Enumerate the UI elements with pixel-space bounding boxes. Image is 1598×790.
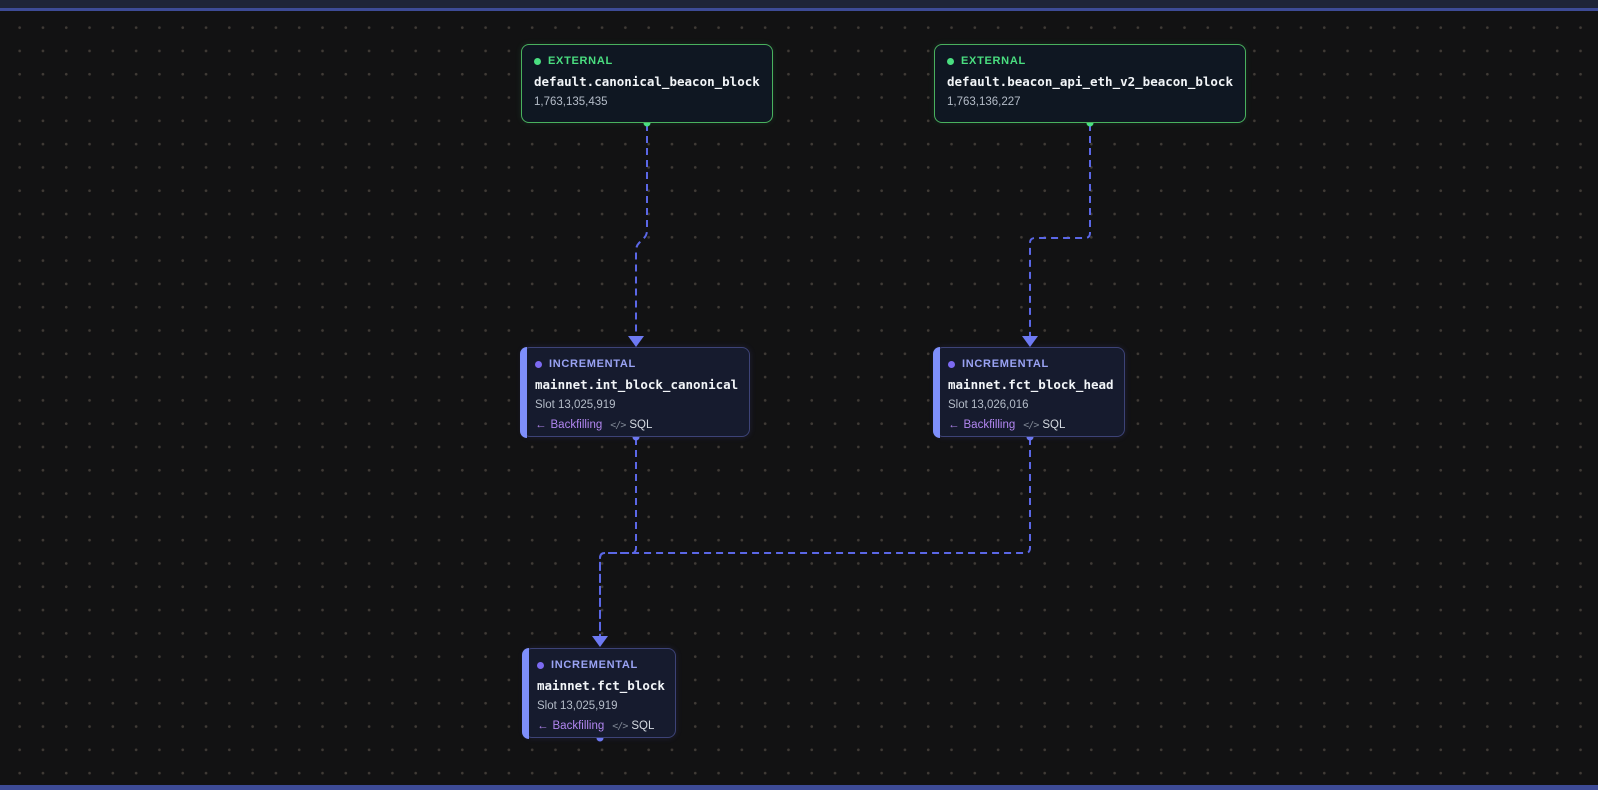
- code-icon: </>: [612, 721, 628, 732]
- backfilling-label: Backfilling: [552, 720, 605, 732]
- backfilling-link[interactable]: ← Backfilling: [948, 419, 1015, 432]
- sql-badge: </> SQL: [612, 720, 654, 733]
- code-icon: </>: [610, 420, 626, 431]
- node-meta-row: ← Backfilling </> SQL: [535, 419, 737, 432]
- node-type-label: EXTERNAL: [548, 55, 613, 67]
- top-window-strip: [0, 0, 1598, 8]
- node-type-row: INCREMENTAL: [535, 358, 737, 370]
- back-arrow-icon: ←: [535, 419, 547, 431]
- external-status-dot-icon: [947, 57, 954, 65]
- backfilling-label: Backfilling: [550, 419, 603, 431]
- node-slot-value: Slot 13,025,919: [537, 700, 618, 712]
- node-type-label: INCREMENTAL: [962, 358, 1049, 370]
- node-meta-row: ← Backfilling </> SQL: [537, 720, 663, 733]
- node-default-beacon-api-eth-v2-beacon-block[interactable]: EXTERNAL default.beacon_api_eth_v2_beaco…: [934, 44, 1246, 123]
- node-type-label: INCREMENTAL: [551, 659, 638, 671]
- node-meta-row: ← Backfilling </> SQL: [948, 419, 1112, 432]
- left-accent-bar: [520, 346, 527, 438]
- incremental-status-dot-icon: [535, 360, 542, 368]
- node-type-row: EXTERNAL: [534, 55, 760, 67]
- backfilling-link[interactable]: ← Backfilling: [535, 419, 602, 432]
- back-arrow-icon: ←: [948, 419, 960, 431]
- node-slot-value: Slot 13,025,919: [535, 399, 616, 411]
- left-accent-bar: [933, 346, 940, 438]
- sql-badge: </> SQL: [1023, 419, 1065, 432]
- node-type-label: EXTERNAL: [961, 55, 1026, 67]
- left-accent-bar: [522, 647, 529, 739]
- sql-label: SQL: [1042, 419, 1066, 431]
- node-mainnet-fct-block-head[interactable]: INCREMENTAL mainnet.fct_block_head Slot …: [933, 346, 1125, 438]
- node-title: mainnet.int_block_canonical: [535, 377, 739, 392]
- node-title: default.beacon_api_eth_v2_beacon_block: [947, 74, 1233, 89]
- node-title: mainnet.fct_block_head: [948, 377, 1114, 392]
- node-row-count: 1,763,136,227: [947, 96, 1021, 108]
- back-arrow-icon: ←: [537, 720, 549, 732]
- node-type-row: INCREMENTAL: [948, 358, 1112, 370]
- node-default-canonical-beacon-block[interactable]: EXTERNAL default.canonical_beacon_block …: [521, 44, 773, 123]
- backfilling-label: Backfilling: [963, 419, 1016, 431]
- lineage-graph-canvas[interactable]: [0, 11, 1598, 785]
- node-mainnet-fct-block[interactable]: INCREMENTAL mainnet.fct_block Slot 13,02…: [522, 647, 676, 739]
- node-title: mainnet.fct_block: [537, 678, 665, 693]
- node-row-count: 1,763,135,435: [534, 96, 608, 108]
- node-type-label: INCREMENTAL: [549, 358, 636, 370]
- node-slot-value: Slot 13,026,016: [948, 399, 1029, 411]
- node-type-row: EXTERNAL: [947, 55, 1233, 67]
- top-accent-line: [0, 8, 1598, 11]
- incremental-status-dot-icon: [948, 360, 955, 368]
- sql-badge: </> SQL: [610, 419, 652, 432]
- sql-label: SQL: [631, 720, 655, 732]
- code-icon: </>: [1023, 420, 1039, 431]
- node-mainnet-int-block-canonical[interactable]: INCREMENTAL mainnet.int_block_canonical …: [520, 346, 750, 438]
- incremental-status-dot-icon: [537, 661, 544, 669]
- external-status-dot-icon: [534, 57, 541, 65]
- backfilling-link[interactable]: ← Backfilling: [537, 720, 604, 733]
- node-type-row: INCREMENTAL: [537, 659, 663, 671]
- bottom-accent-strip: [0, 785, 1598, 790]
- sql-label: SQL: [629, 419, 653, 431]
- node-title: default.canonical_beacon_block: [534, 74, 760, 89]
